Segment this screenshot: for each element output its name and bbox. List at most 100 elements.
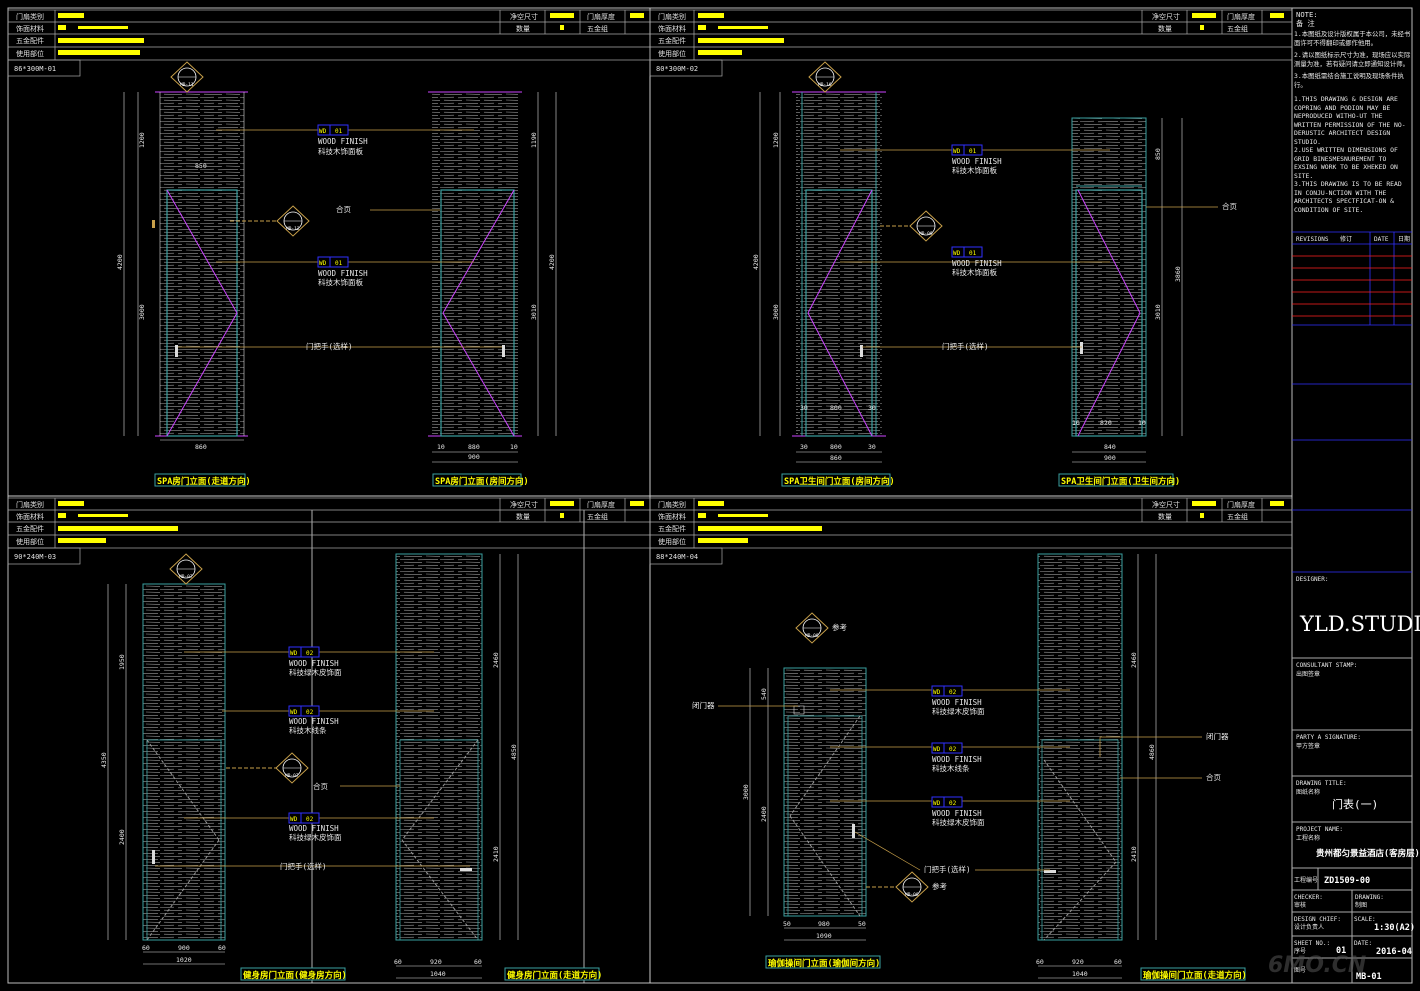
hdr2-net: 净空尺寸 <box>1152 12 1180 21</box>
p4-dim-w: 980 <box>818 920 830 928</box>
p2r-dim-door: 3010 <box>1154 304 1162 320</box>
p4-ref-1: 参考 <box>832 622 847 632</box>
p3r-dim-total: 4850 <box>510 744 518 760</box>
note-heading-cn: 备 注 <box>1296 19 1315 28</box>
p3-dim-total: 4350 <box>100 752 108 768</box>
p2-section-symbol: MB-10 <box>808 61 842 93</box>
p4-dim-total: 3000 <box>742 784 750 800</box>
hdr3-thk: 门扇厚度 <box>587 500 615 509</box>
header-table-3: 门扇类别 饰面材料 五金配件 使用部位 净空尺寸 数量 门扇厚度 五金组 90*… <box>7 497 651 565</box>
hdr2-location: 使用部位 <box>658 49 686 58</box>
svg-text:WD: WD <box>953 250 961 257</box>
svg-text:WD: WD <box>319 260 327 267</box>
svg-text:02: 02 <box>949 800 957 807</box>
p2-mid-symbol: MB-09 <box>880 210 943 242</box>
p2-dim-door: 3000 <box>772 304 780 320</box>
header-table-4: 门扇类别 饰面材料 五金配件 使用部位 净空尺寸 数量 门扇厚度 五金组 88*… <box>649 497 1293 565</box>
p2-dim-top: 1200 <box>772 132 780 148</box>
hdr2-hw: 五金组 <box>1227 24 1248 33</box>
tb-sheet-no-label: SHEET NO.: <box>1294 940 1330 947</box>
p2-dim-total: 4200 <box>752 254 760 270</box>
p1-mid-symbol-label: MB-12 <box>286 226 300 232</box>
watermark: 6MO.CN <box>1268 953 1366 978</box>
p2r-dim-wtotal: 900 <box>1104 454 1116 462</box>
p4-closer-left: 闭门器 <box>692 701 715 710</box>
svg-text:WD: WD <box>933 746 941 753</box>
p4-dim-door: 2400 <box>760 806 768 822</box>
svg-text:WD: WD <box>953 148 961 155</box>
panel-4-drawings: 3000 540 2400 980 50 50 1090 MB-08 参考 MB… <box>692 553 1247 981</box>
hdr-location: 使用部位 <box>16 49 44 58</box>
panel-code-4: 88*240M-04 <box>656 553 698 561</box>
tb-studio: YLD.STUDIO <box>1299 612 1420 636</box>
hdr4-door-type: 门扇类别 <box>658 500 686 509</box>
p1-title-left: SPA房门立面(走道方向) <box>157 476 251 487</box>
p2-title-right: SPA卫生间门立面(卫生间方向) <box>1061 476 1180 487</box>
panel-1-drawings: 4200 1200 3000 850 860 MB-11 MB-12 <box>116 61 557 487</box>
p4-ref-2: 参考 <box>932 881 947 891</box>
p1-dim-total: 4200 <box>116 254 124 270</box>
p2-hinge: 合页 <box>1222 201 1238 211</box>
hdr4-qty: 数量 <box>1158 512 1172 521</box>
p4r-dim-door: 2410 <box>1130 846 1138 862</box>
svg-text:WD: WD <box>290 650 298 657</box>
p4-side: 50 <box>783 920 791 928</box>
p2-dim-side4: 30 <box>868 443 876 451</box>
tb-revisions: REVISIONS <box>1296 236 1329 243</box>
svg-text:WD: WD <box>319 128 327 135</box>
svg-text:科技木线条: 科技木线条 <box>289 725 327 735</box>
tb-design-chief-cn: 设计负责人 <box>1294 923 1324 931</box>
svg-text:科技绿木皮饰面: 科技绿木皮饰面 <box>289 832 342 842</box>
p3r-dim-top: 2460 <box>492 652 500 668</box>
p3-hinge: 合页 <box>313 781 328 791</box>
hdr2-qty: 数量 <box>1158 24 1172 33</box>
p1-mid-symbol: MB-12 <box>152 205 310 237</box>
svg-text:WOOD FINISH: WOOD FINISH <box>289 717 339 726</box>
svg-text:科技木饰面板: 科技木饰面板 <box>952 267 997 277</box>
p2-dim-side2: 30 <box>868 404 876 412</box>
p3-dim-top: 1950 <box>118 654 126 670</box>
panel-code-3: 90*240M-03 <box>14 553 56 561</box>
note-heading: NOTE: <box>1296 10 1318 19</box>
svg-text:WD: WD <box>290 709 298 716</box>
p4-title-right: 瑜伽操间门立面(走道方向) <box>1143 970 1247 981</box>
p3-tag-3: WD 02 WOOD FINISH 科技绿木皮饰面 <box>288 812 342 842</box>
p3r-dim-wtotal: 1040 <box>430 970 446 978</box>
p1-hinge: 合页 <box>336 204 351 214</box>
tb-drawing-cn: 制图 <box>1355 901 1367 909</box>
tb-project: PROJECT NAME: <box>1296 826 1343 833</box>
p1-section-symbol: MB-11 <box>170 61 204 93</box>
tb-date-cn: 日期 <box>1398 235 1410 243</box>
hdr-net: 净空尺寸 <box>510 12 538 21</box>
svg-text:WOOD FINISH: WOOD FINISH <box>289 824 339 833</box>
note-cn3: 3.本图纸需结合施工说明及现场条件执行。 <box>1294 72 1404 89</box>
tb-party-cn: 甲方签章 <box>1296 742 1320 750</box>
svg-text:科技木饰面板: 科技木饰面板 <box>318 146 363 156</box>
p2-dim-side: 30 <box>800 404 808 412</box>
notes-text: 1.本图纸及设计版权属于本公司，未经书面许可不得翻印或挪作他用。 2.请以图纸标… <box>1294 30 1411 214</box>
hdr3-net: 净空尺寸 <box>510 500 538 509</box>
p3-title-left: 健身房门立面(健身房方向) <box>243 970 347 981</box>
note-cn2: 2.请以图纸标示尺寸为准，现场应以实际测量为准，若有疑问请立即通知设计师。 <box>1294 51 1411 68</box>
tb-consult: CONSULTANT STAMP: <box>1296 662 1357 669</box>
svg-text:科技木饰面板: 科技木饰面板 <box>318 277 363 287</box>
p2-dim-wtotal: 860 <box>830 454 842 462</box>
p4-closer-right: 闭门器 <box>1206 732 1229 741</box>
svg-text:01: 01 <box>969 148 977 155</box>
p4-tag-1: WD 02 WOOD FINISH 科技绿木皮饰面 <box>931 685 985 716</box>
svg-text:WOOD FINISH: WOOD FINISH <box>932 809 982 818</box>
hdr-qty: 数量 <box>516 24 530 33</box>
p3-side2: 60 <box>218 944 226 952</box>
svg-text:WD: WD <box>290 816 298 823</box>
p1-dim-top: 1200 <box>138 132 146 148</box>
tb-sheet-no: 01 <box>1336 946 1346 956</box>
hdr3-face: 饰面材料 <box>16 512 44 521</box>
note-en1: 1.THIS DRAWING & DESIGN ARE COPRING AND … <box>1294 95 1406 146</box>
tb-date-value: 2016-04 <box>1376 947 1412 957</box>
header-table-1: 门扇类别 饰面材料 五金配件 使用部位 净空尺寸 数量 门扇厚度 五金组 86*… <box>7 9 651 77</box>
tb-drawing-name: 门表(一) <box>1332 797 1378 811</box>
svg-text:02: 02 <box>306 816 314 823</box>
svg-text:科技木饰面板: 科技木饰面板 <box>952 165 997 175</box>
p1r-dim-wtotal: 900 <box>468 453 480 461</box>
hdr-door-type: 门扇类别 <box>16 12 44 21</box>
